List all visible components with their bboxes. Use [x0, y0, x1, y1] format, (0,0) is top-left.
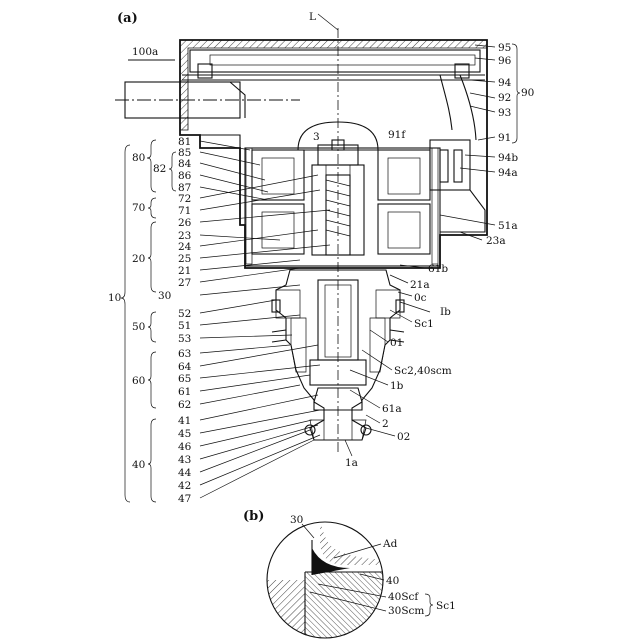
label-43: 43 [178, 454, 191, 466]
label-92: 92 [498, 92, 511, 104]
panel-label-a: (a) [117, 11, 138, 26]
left-labels: 81 85 84 86 87 72 71 26 23 24 25 21 27 3… [158, 136, 192, 505]
label-61: 61 [178, 386, 191, 398]
group-label-10: 10 [108, 292, 121, 304]
detail-label-sc1: Sc1 [436, 600, 456, 612]
label-52: 52 [178, 308, 191, 320]
group-label-70: 70 [132, 202, 145, 214]
left-leaders [200, 141, 330, 498]
label-30: 30 [158, 290, 171, 302]
label-24: 24 [178, 241, 192, 253]
label-1b: 1b [390, 380, 404, 392]
panel-label-b: (b) [243, 509, 264, 524]
label-61b: 61b [428, 263, 448, 275]
label-1a: 1a [345, 457, 358, 469]
group-labels: 80 82 70 20 10 50 60 40 [108, 140, 176, 502]
label-46: 46 [178, 441, 192, 453]
label-45: 45 [178, 428, 191, 440]
label-42: 42 [178, 480, 191, 492]
group-label-40: 40 [132, 459, 145, 471]
group-label-60: 60 [132, 375, 145, 387]
label-23a: 23a [486, 235, 506, 247]
top-housing [115, 40, 487, 268]
label-21: 21 [178, 265, 191, 277]
label-51a: 51a [498, 220, 518, 232]
group-label-82: 82 [153, 163, 166, 175]
label-91f: 91f [388, 129, 406, 141]
label-84: 84 [178, 158, 192, 170]
label-3: 3 [313, 131, 320, 143]
label-44: 44 [178, 467, 192, 479]
label-94a: 94a [498, 167, 518, 179]
label-0c: 0c [414, 292, 427, 304]
label-27: 27 [178, 277, 191, 289]
detail-view: 30 Ad 40 40Scf 30Scm Sc1 [260, 514, 456, 640]
label-41: 41 [178, 415, 191, 427]
label-95: 95 [498, 42, 511, 54]
label-94: 94 [498, 77, 512, 89]
label-01: 01 [390, 337, 403, 349]
label-96: 96 [498, 55, 512, 67]
label-26: 26 [178, 217, 192, 229]
label-86: 86 [178, 170, 192, 182]
label-25: 25 [178, 253, 191, 265]
detail-label-ad: Ad [382, 538, 398, 550]
label-62: 62 [178, 399, 191, 411]
label-72: 72 [178, 193, 191, 205]
label-63: 63 [178, 348, 191, 360]
detail-label-30scm: 30Scm [388, 605, 424, 617]
label-65: 65 [178, 373, 191, 385]
group-label-90: 90 [521, 87, 534, 99]
group-label-50: 50 [132, 321, 145, 333]
label-21a: 21a [410, 279, 430, 291]
label-53: 53 [178, 333, 191, 345]
label-2: 2 [382, 418, 389, 430]
label-91: 91 [498, 132, 511, 144]
detail-label-40scf: 40Scf [388, 591, 419, 603]
label-93: 93 [498, 107, 511, 119]
group-label-80: 80 [132, 152, 145, 164]
label-100a: 100a [128, 46, 175, 60]
top-label-text: 100a [132, 46, 158, 58]
detail-label-30: 30 [290, 514, 303, 526]
label-47: 47 [178, 493, 191, 505]
label-1b-section: Ⅰb [440, 306, 451, 318]
label-sc2-40scm: Sc2,40scm [394, 365, 452, 377]
label-61a: 61a [382, 403, 402, 415]
axis-label-l: L [309, 11, 316, 23]
label-94b: 94b [498, 152, 518, 164]
label-51: 51 [178, 320, 191, 332]
label-64: 64 [178, 361, 192, 373]
right-leaders [350, 45, 495, 436]
detail-label-40: 40 [386, 575, 399, 587]
label-sc1: Sc1 [414, 318, 434, 330]
label-02: 02 [397, 431, 410, 443]
group-label-20: 20 [132, 253, 145, 265]
right-labels: 95 96 94 92 93 91 94b 94a 51a 23a 61b 21… [382, 42, 534, 443]
label-71: 71 [178, 205, 191, 217]
